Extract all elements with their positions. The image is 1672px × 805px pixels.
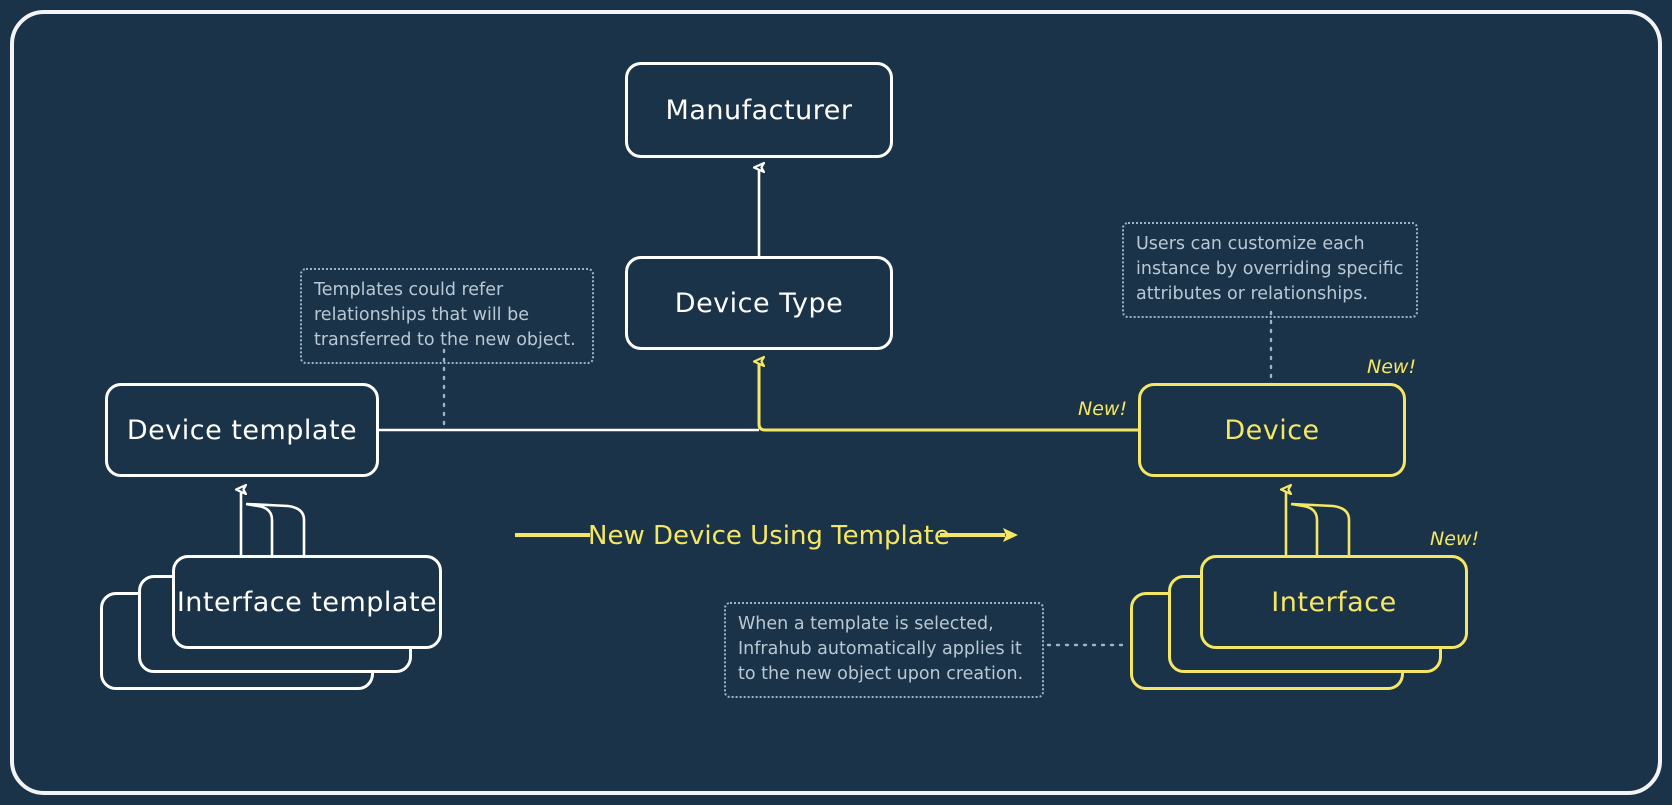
badge-device-box: New! — [1367, 356, 1417, 378]
node-device[interactable]: Device — [1138, 383, 1406, 477]
flow-label: New Device Using Template — [588, 521, 950, 551]
node-manufacturer-label: Manufacturer — [665, 94, 853, 126]
node-device-type-label: Device Type — [674, 287, 844, 319]
note-users-customize: Users can customize each instance by ove… — [1122, 222, 1418, 318]
node-interface-label: Interface — [1271, 586, 1397, 618]
badge-interface-box: New! — [1430, 528, 1480, 550]
node-interface-template-label: Interface template — [176, 586, 438, 618]
note-templates-refer: Templates could refer relationships that… — [300, 268, 594, 364]
node-manufacturer[interactable]: Manufacturer — [625, 62, 893, 158]
node-device-type[interactable]: Device Type — [625, 256, 893, 350]
node-device-template-label: Device template — [126, 414, 358, 446]
badge-device-edge: New! — [1078, 398, 1128, 420]
node-interface-template[interactable]: Interface template — [172, 555, 442, 649]
node-device-label: Device — [1224, 414, 1320, 446]
node-device-template[interactable]: Device template — [105, 383, 379, 477]
note-auto-apply: When a template is selected, Infrahub au… — [724, 602, 1044, 698]
node-interface[interactable]: Interface — [1200, 555, 1468, 649]
